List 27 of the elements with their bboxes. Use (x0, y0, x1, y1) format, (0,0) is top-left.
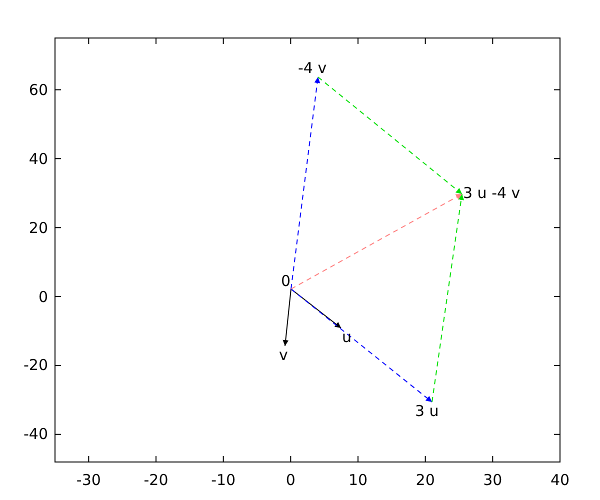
vector-label: -4 v (298, 59, 327, 77)
vector-arrow (290, 76, 320, 290)
vector-arrow (290, 288, 432, 402)
vector-arrow (432, 194, 464, 402)
vector-arrow (290, 288, 342, 328)
tick-label: -10 (210, 471, 237, 489)
tick-label: -40 (24, 425, 48, 444)
vector-label: 3 u -4 v (463, 184, 520, 202)
vector-label: 3 u (415, 402, 439, 420)
vector-arrow (282, 288, 292, 346)
vector-arrow (290, 194, 462, 290)
tick-label: 40 (549, 471, 571, 489)
tick-label: 40 (28, 150, 48, 168)
tick-label: -30 (75, 471, 102, 489)
tick-label: 20 (414, 471, 436, 489)
tick-label: 0 (38, 288, 48, 306)
vector-label: v (279, 346, 288, 364)
tick-label: 60 (28, 80, 48, 99)
vector-label: 0 (281, 272, 291, 290)
tick-label: 30 (482, 471, 504, 489)
vector-arrow (318, 76, 462, 194)
tick-label: -20 (24, 356, 48, 374)
tick-label: 20 (28, 218, 48, 237)
tick-label: 0 (284, 471, 296, 489)
tick-label: -20 (142, 471, 170, 489)
tick-label: 10 (347, 471, 369, 489)
vector-label: u (342, 328, 352, 346)
